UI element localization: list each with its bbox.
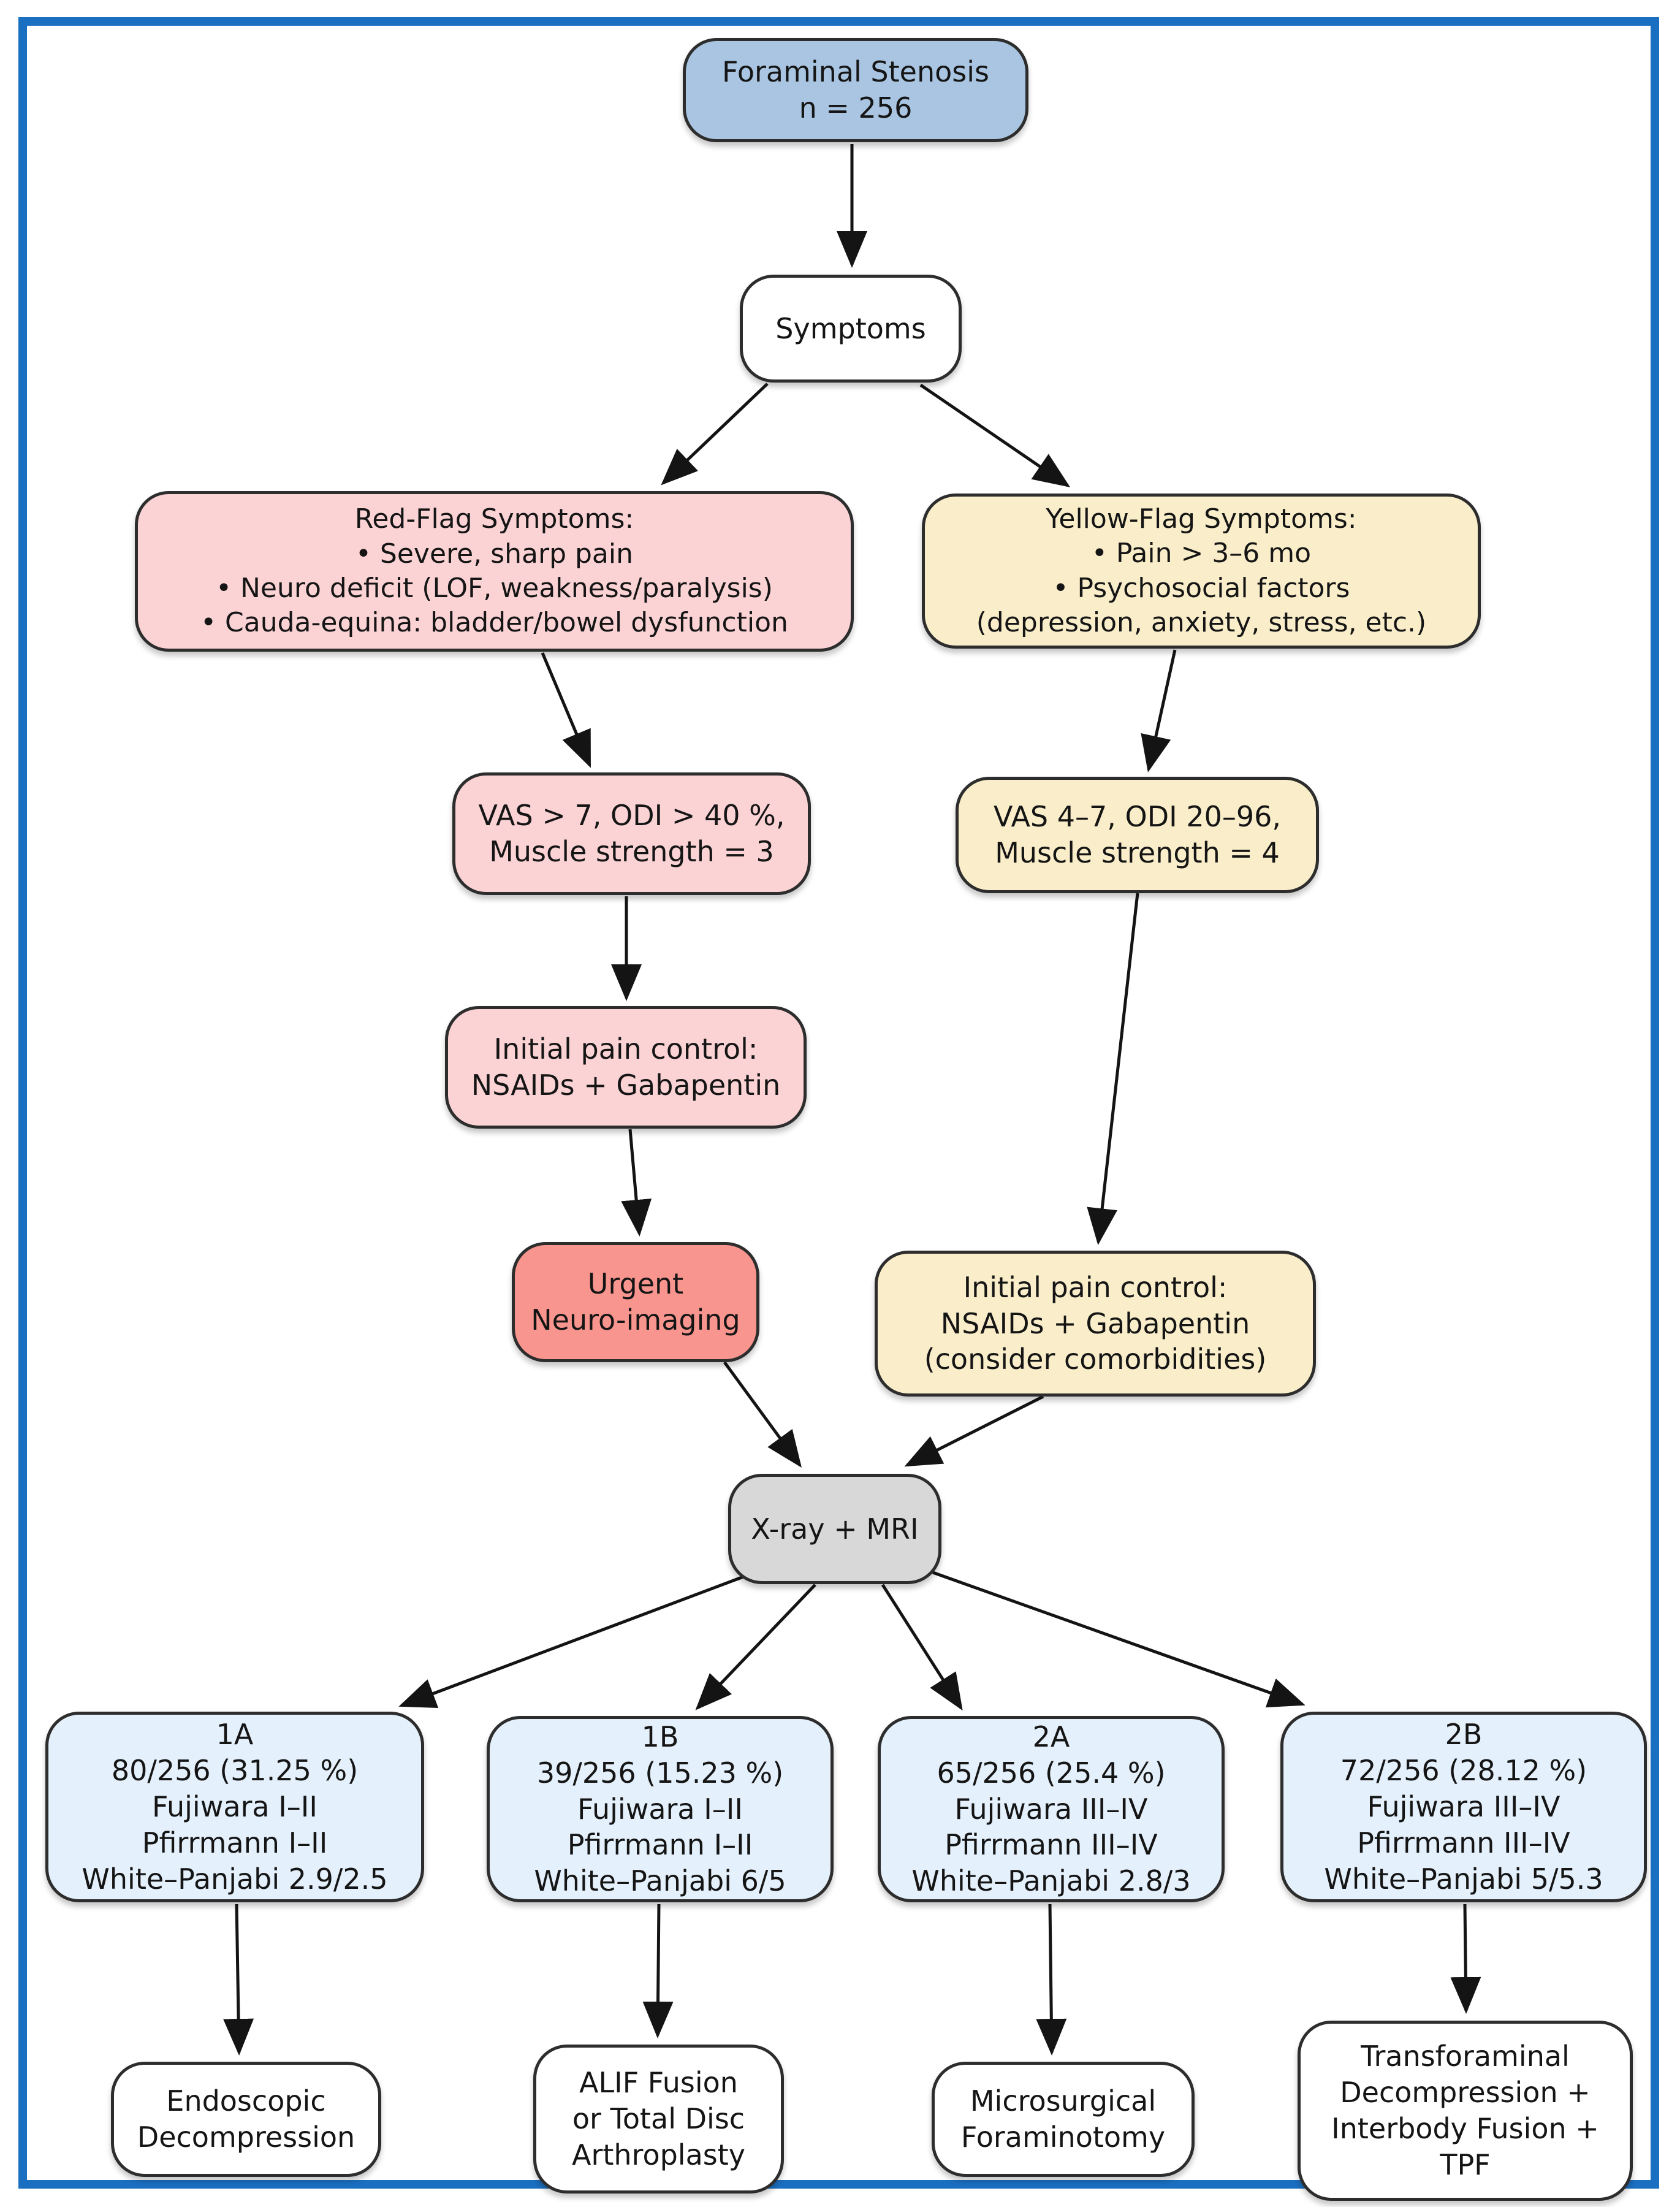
node-class-1a: 1A 80/256 (31.25 %) Fujiwara I–II Pfirrm… — [45, 1712, 424, 1902]
node-microsurgical-foraminotomy: Microsurgical Foraminotomy — [932, 2062, 1195, 2177]
arrow-urgent-xray — [723, 1361, 802, 1468]
arrow-yellowflag-vas — [1141, 649, 1177, 772]
node-class-2b: 2B 72/256 (28.12 %) Fujiwara III–IV Pfir… — [1280, 1712, 1647, 1902]
node-initial-pain-control-red: Initial pain control: NSAIDs + Gabapenti… — [445, 1006, 807, 1129]
node-class-2a: 2A 65/256 (25.4 %) Fujiwara III–IV Pfirr… — [878, 1716, 1225, 1902]
arrow-xray-1a — [398, 1574, 747, 1709]
node-endoscopic-decompression: Endoscopic Decompression — [111, 2062, 381, 2177]
node-yellow-flag-symptoms: Yellow-Flag Symptoms: • Pain > 3–6 mo • … — [922, 494, 1481, 649]
node-vas-yellow-criteria: VAS 4–7, ODI 20–96, Muscle strength = 4 — [956, 777, 1319, 893]
node-transforaminal-decompression: Transforaminal Decompression + Interbody… — [1298, 2021, 1633, 2201]
arrow-1b-alif — [642, 1904, 674, 2038]
node-alif-fusion: ALIF Fusion or Total Disc Arthroplasty — [533, 2045, 784, 2194]
arrow-xray-2b — [932, 1571, 1306, 1708]
node-foraminal-stenosis: Foraminal Stenosis n = 256 — [683, 38, 1028, 142]
arrow-painred-urgent — [621, 1129, 652, 1237]
node-vas-red-criteria: VAS > 7, ODI > 40 %, Muscle strength = 3 — [452, 772, 811, 895]
node-xray-mri: X-ray + MRI — [728, 1474, 941, 1584]
arrow-xray-1b — [695, 1584, 816, 1710]
node-symptoms: Symptoms — [740, 275, 962, 383]
arrow-symptoms-redflag — [661, 383, 769, 486]
arrow-vasyellow-painyellow — [1087, 893, 1139, 1245]
arrow-1a-endoscopic — [223, 1904, 254, 2056]
node-initial-pain-control-yellow: Initial pain control: NSAIDs + Gabapenti… — [875, 1251, 1316, 1397]
arrow-symptoms-yellowflag — [919, 383, 1071, 487]
node-class-1b: 1B 39/256 (15.23 %) Fujiwara I–II Pfirrm… — [487, 1716, 834, 1902]
arrow-painyellow-xray — [904, 1395, 1044, 1467]
arrow-2b-transforaminal — [1450, 1904, 1481, 2014]
arrow-2a-microsurgical — [1036, 1904, 1067, 2056]
node-red-flag-symptoms: Red-Flag Symptoms: • Severe, sharp pain … — [135, 491, 854, 652]
arrow-xray-2a — [881, 1584, 963, 1711]
node-urgent-neuro-imaging: Urgent Neuro-imaging — [512, 1242, 759, 1362]
arrow-redflag-vas — [541, 652, 591, 768]
